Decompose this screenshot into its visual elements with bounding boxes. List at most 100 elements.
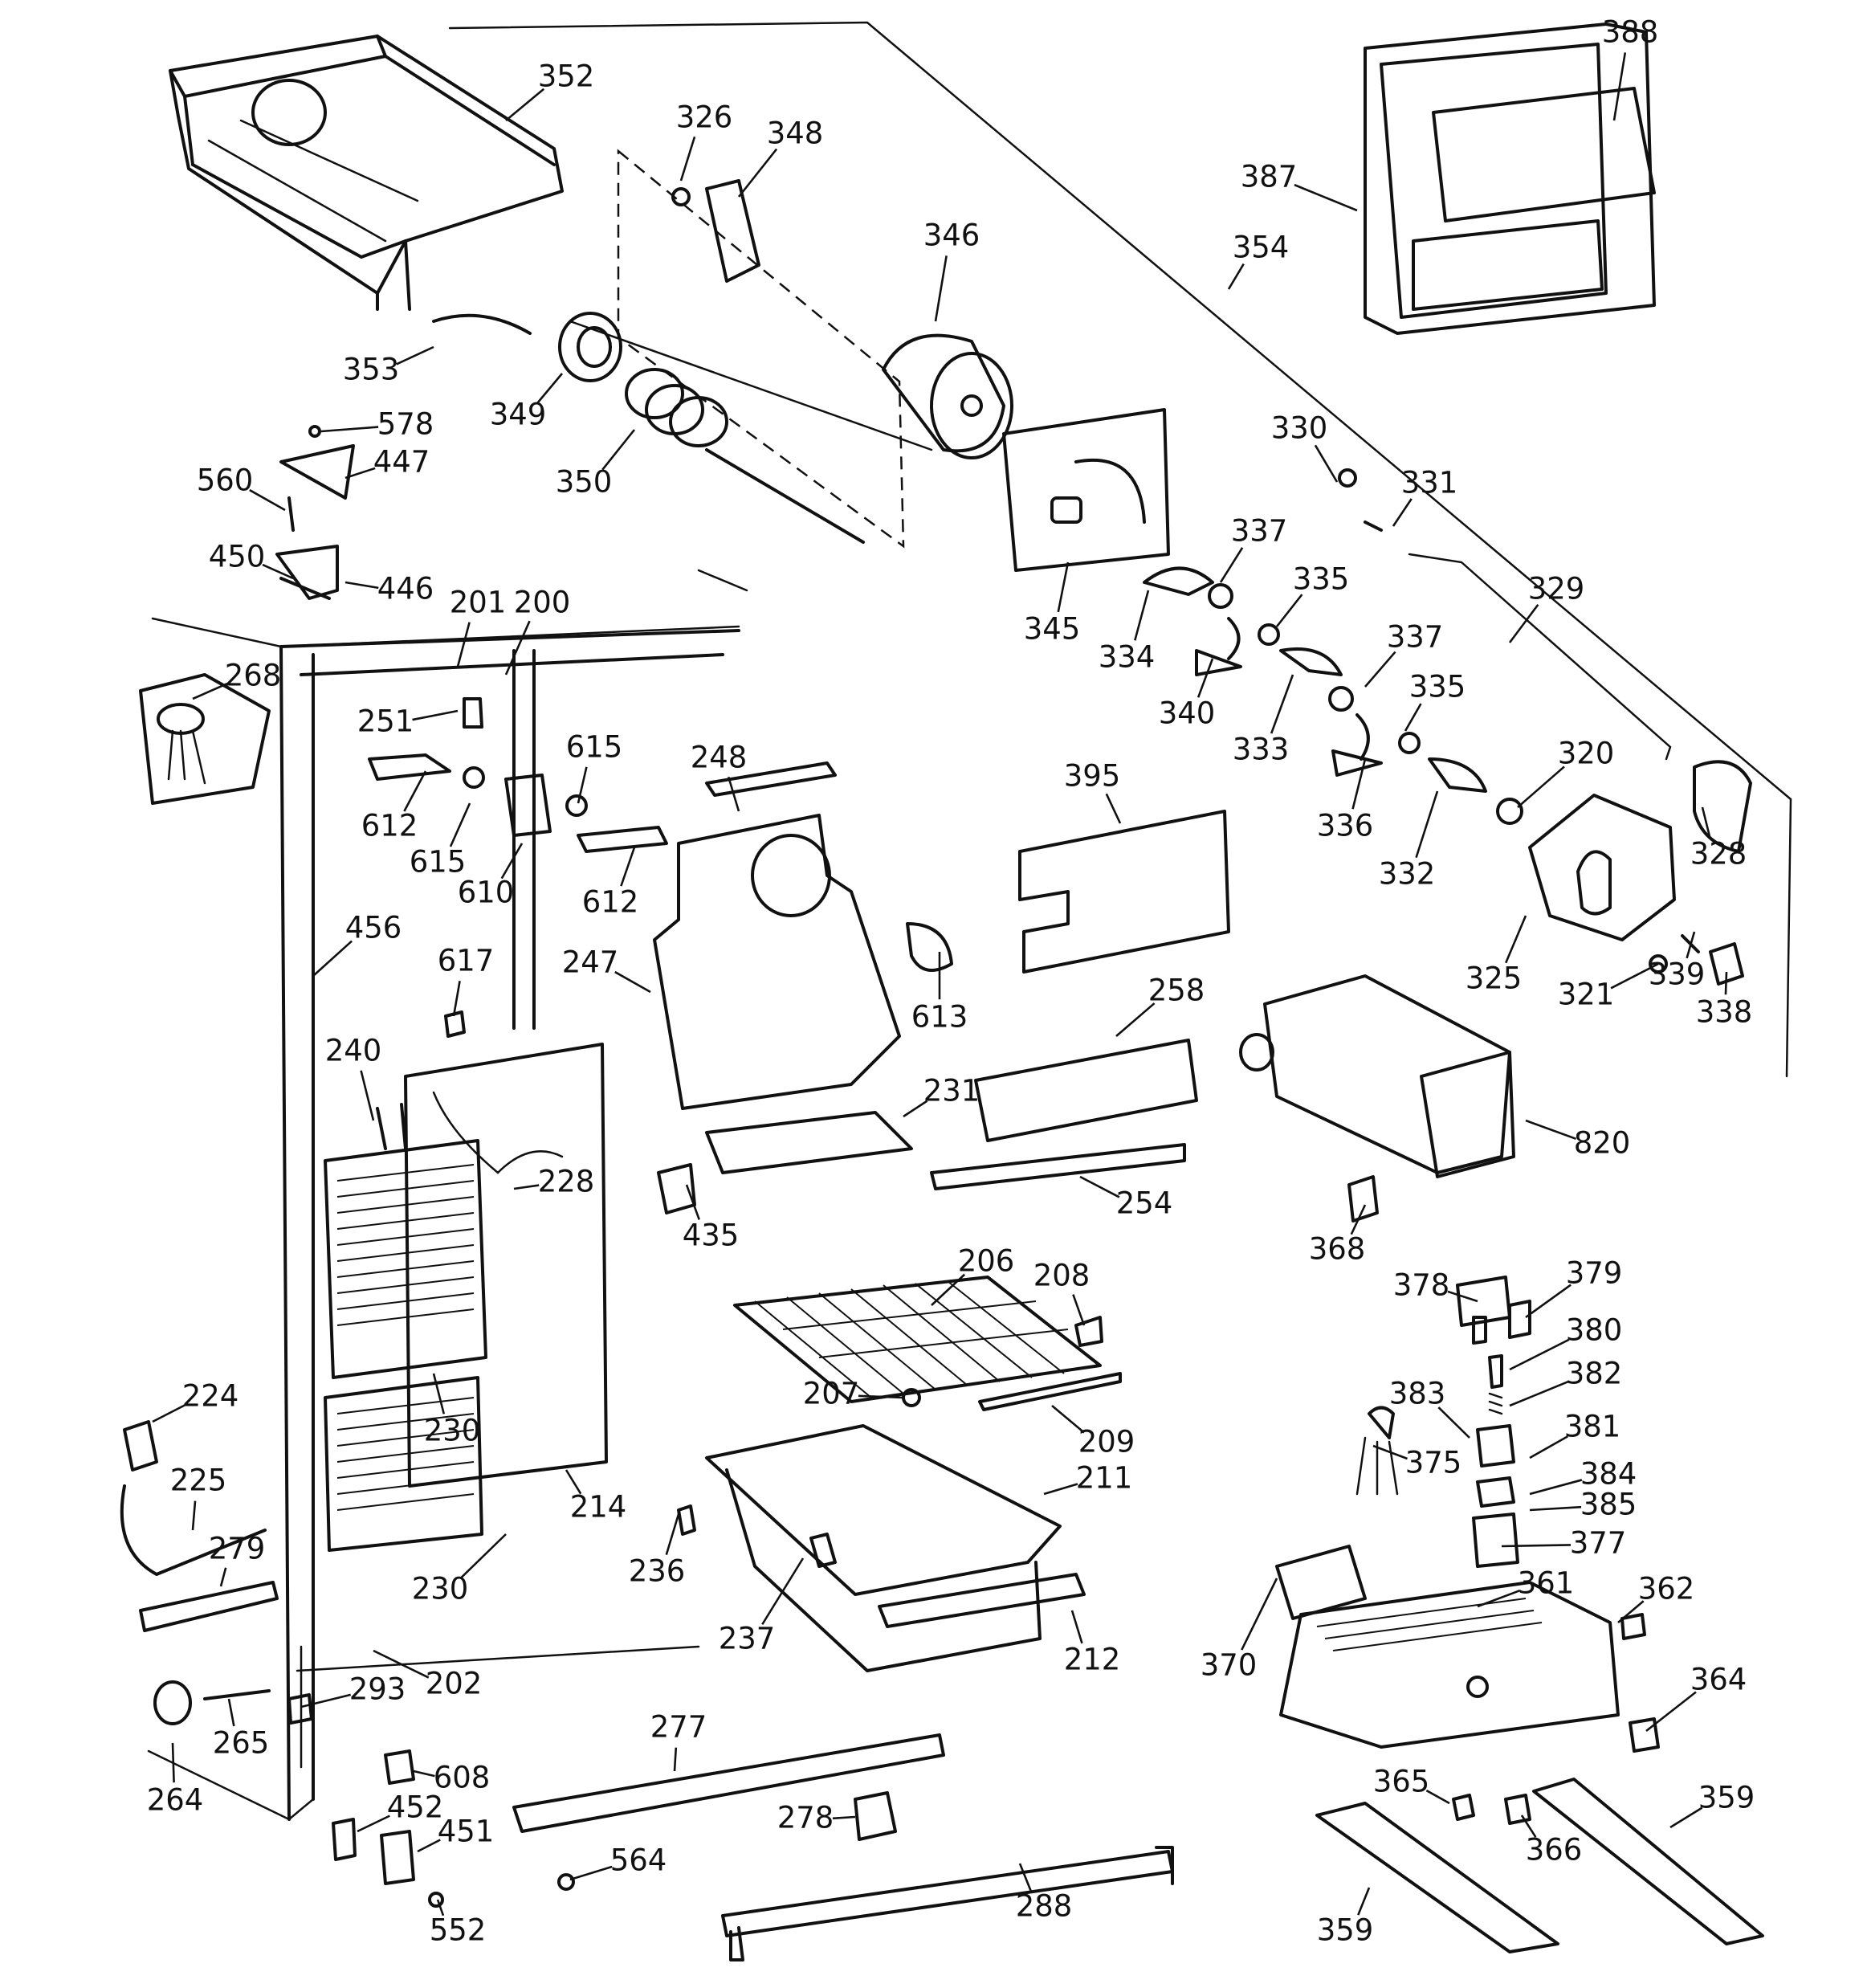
leader-line	[1057, 561, 1070, 613]
leader-line	[1364, 651, 1396, 688]
fan-shroud-247	[653, 761, 953, 1214]
callout-number: 348	[767, 116, 824, 151]
callout-201: 201	[450, 586, 507, 667]
dispenser-housing-361	[1275, 1545, 1660, 1825]
hinge-lower	[332, 1749, 444, 1908]
callout-number: 240	[325, 1034, 382, 1068]
callout-number: 254	[1116, 1186, 1173, 1221]
callout-number: 578	[377, 407, 434, 442]
callout-333: 333	[1233, 674, 1294, 767]
callout-435: 435	[683, 1184, 739, 1253]
leader-line	[1270, 674, 1294, 734]
leader-line	[413, 1770, 435, 1778]
callout-number: 456	[345, 911, 402, 945]
leader-line	[1275, 594, 1303, 627]
leader-line	[1447, 1290, 1478, 1303]
callout-375: 375	[1372, 1444, 1462, 1480]
callout-230: 230	[412, 1533, 507, 1606]
callout-number: 251	[357, 704, 414, 739]
dispenser-door-387-388	[1364, 22, 1656, 335]
leader-line	[832, 1815, 856, 1820]
callout-612: 612	[361, 770, 427, 843]
leader-line	[1072, 1294, 1086, 1326]
callout-202: 202	[373, 1649, 482, 1701]
leader-line	[360, 1070, 375, 1121]
callout-number: 264	[147, 1783, 204, 1818]
callout-248: 248	[691, 741, 748, 812]
callout-number: 337	[1387, 620, 1444, 655]
callout-number: 380	[1566, 1313, 1623, 1348]
callout-236: 236	[629, 1513, 685, 1589]
callout-578: 578	[320, 407, 434, 442]
callout-346: 346	[923, 218, 980, 322]
lower-parts	[120, 1420, 313, 1725]
callout-number: 612	[582, 885, 639, 920]
leader-line	[565, 1469, 582, 1495]
callout-331: 331	[1392, 466, 1457, 527]
ice-bucket-352	[169, 35, 564, 335]
leader-line	[449, 802, 471, 847]
callout-329: 329	[1508, 572, 1584, 643]
callout-377: 377	[1501, 1526, 1626, 1561]
callout-277: 277	[650, 1710, 707, 1772]
callout-number: 560	[197, 463, 254, 498]
callout-number: 354	[1233, 231, 1290, 265]
leader-line	[500, 843, 524, 880]
callout-200: 200	[504, 586, 570, 676]
callout-number: 345	[1024, 612, 1081, 647]
callout-number: 268	[225, 659, 282, 693]
mounting-plate-345	[1002, 408, 1170, 572]
callout-number: 375	[1405, 1446, 1462, 1480]
callout-number: 452	[387, 1790, 444, 1825]
leader-line	[1079, 1175, 1120, 1198]
callout-number: 230	[424, 1414, 481, 1448]
leader-line	[191, 1500, 197, 1531]
callout-number: 359	[1317, 1913, 1374, 1948]
callout-211: 211	[1043, 1461, 1132, 1496]
bottom-rail-277	[512, 1733, 1174, 1961]
leader-line	[1508, 603, 1539, 643]
callout-288: 288	[1016, 1863, 1072, 1924]
callout-number: 201	[450, 586, 507, 620]
leader-line	[569, 1865, 613, 1881]
callout-326: 326	[676, 100, 732, 182]
leader-line	[1241, 1578, 1278, 1651]
callout-610: 610	[458, 843, 524, 910]
callout-number: 612	[361, 809, 418, 843]
leader-line	[344, 581, 379, 590]
callout-206: 206	[931, 1244, 1014, 1306]
callout-number: 335	[1293, 562, 1350, 597]
leader-line	[1525, 1119, 1577, 1141]
leader-line	[903, 1100, 928, 1118]
covers-395-258-254	[930, 810, 1230, 1190]
leader-line	[300, 1693, 352, 1708]
callout-number: 339	[1649, 957, 1706, 992]
leader-line	[459, 1533, 507, 1579]
callout-368: 368	[1309, 1204, 1367, 1267]
callout-number: 451	[438, 1815, 495, 1849]
leader-line	[1701, 806, 1711, 838]
leader-line	[1669, 1806, 1703, 1829]
callout-362: 362	[1617, 1572, 1694, 1623]
callout-number: 330	[1271, 411, 1328, 446]
fresh-food-liner-456	[147, 617, 740, 1821]
callout-number: 248	[691, 741, 748, 775]
callout-247: 247	[562, 945, 651, 994]
leader-line	[1314, 444, 1339, 483]
callout-384: 384	[1529, 1457, 1637, 1496]
callout-820: 820	[1525, 1119, 1630, 1161]
leader-line	[1509, 1338, 1570, 1371]
leader-line	[1351, 758, 1367, 810]
leader-line	[1227, 263, 1245, 290]
leader-line	[737, 148, 778, 198]
leader-line	[1529, 1435, 1568, 1459]
callout-353: 353	[343, 345, 434, 387]
callout-number: 333	[1233, 733, 1290, 767]
leader-line	[1043, 1483, 1078, 1496]
callout-231: 231	[903, 1074, 980, 1118]
callout-359: 359	[1669, 1781, 1755, 1829]
callout-207: 207	[803, 1377, 904, 1411]
leader-line	[504, 620, 531, 676]
callout-number: 352	[538, 59, 595, 94]
callout-number: 265	[213, 1726, 270, 1761]
